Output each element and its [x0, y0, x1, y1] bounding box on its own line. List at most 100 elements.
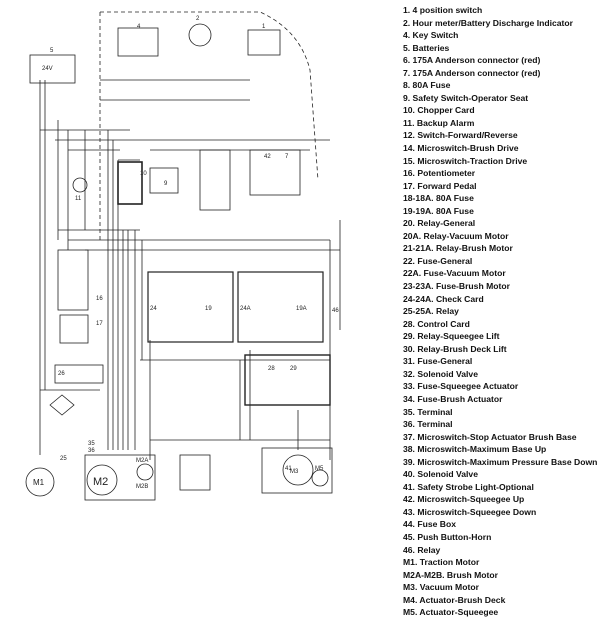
legend-item: 42. Microswitch-Squeegee Up — [403, 494, 525, 505]
legend-item: 20. Relay-General — [403, 218, 476, 229]
callout-m2b: M2B — [136, 484, 148, 490]
legend-item: 43. Microswitch-Squeegee Down — [403, 506, 537, 517]
callout-24a: 24A — [240, 306, 251, 312]
callout-36: 36 — [88, 448, 95, 454]
callout-9: 9 — [164, 181, 168, 187]
legend-item: 24-24A. Check Card — [403, 293, 484, 304]
legend-item: 16. Potentiometer — [403, 168, 476, 179]
legend-item: M5. Actuator-Squeegee — [403, 607, 499, 618]
hour-meter — [188, 23, 212, 47]
potentiometer-block — [57, 249, 89, 311]
callout-m3: M3 — [290, 469, 299, 475]
legend-item: 1. 4 position switch — [403, 5, 483, 15]
legend-item: 18-18A. 80A Fuse — [403, 193, 474, 204]
legend-item: 9. Safety Switch-Operator Seat — [403, 92, 529, 103]
legend-item: 10. Chopper Card — [403, 105, 475, 116]
check-card-24a — [237, 271, 324, 343]
harness-verticals — [39, 80, 341, 460]
motor-m1 — [25, 467, 55, 497]
chopper-card — [117, 161, 143, 205]
relay-block-right — [249, 149, 301, 196]
legend-item: 31. Fuse-General — [403, 356, 473, 367]
callout-labels: 5 24V 4 2 1 10 9 11 42 7 24 19 24A 19A 4… — [33, 16, 339, 490]
legend-item: 45. Push Button-Horn — [403, 531, 492, 542]
legend-item: 8. 80A Fuse — [403, 80, 451, 91]
motor-m4 — [136, 463, 154, 481]
callout-25: 25 — [60, 456, 67, 462]
callout-11: 11 — [75, 196, 82, 202]
legend-item: 6. 175A Anderson connector (red) — [403, 55, 541, 66]
forward-pedal — [59, 314, 89, 344]
callout-16: 16 — [96, 296, 103, 302]
motor-m3-housing — [261, 447, 333, 494]
legend-item: 14. Microswitch-Brush Drive — [403, 143, 519, 154]
switch-4-position — [247, 29, 281, 56]
motor-m5 — [311, 469, 329, 487]
legend-item: 11. Backup Alarm — [403, 117, 475, 128]
callout-41: 41 — [285, 466, 292, 472]
component-legend: 1. 4 position switch 2. Hour meter/Batter… — [403, 4, 599, 619]
callout-42: 42 — [264, 154, 271, 160]
callout-10: 10 — [140, 171, 147, 177]
legend-item: 22. Fuse-General — [403, 255, 473, 266]
control-card — [244, 354, 331, 406]
motor-m3 — [282, 454, 314, 486]
legend-item: 5. Batteries — [403, 42, 450, 53]
legend-item: 23-23A. Fuse-Brush Motor — [403, 281, 510, 292]
push-button-horn — [179, 454, 211, 491]
legend-item: 28. Control Card — [403, 318, 470, 329]
wiring-diagram: 5 24V 4 2 1 10 9 11 42 7 24 19 24A 19A 4… — [25, 11, 341, 501]
legend-item: 39. Microswitch-Maximum Pressure Base Do… — [403, 456, 598, 467]
callout-m2: M2 — [93, 476, 108, 488]
legend-item: 38. Microswitch-Maximum Base Up — [403, 444, 547, 455]
legend-item: 35. Terminal — [403, 406, 453, 417]
legend-item: 37. Microswitch-Stop Actuator Brush Base — [403, 431, 577, 442]
legend-item: 41. Safety Strobe Light-Optional — [403, 481, 534, 492]
callout-35: 35 — [88, 441, 95, 447]
callout-28: 28 — [268, 366, 275, 372]
legend-item: 19-19A. 80A Fuse — [403, 205, 474, 216]
callout-19: 19 — [205, 306, 212, 312]
legend-item: 40. Solenoid Valve — [403, 469, 478, 480]
legend-item: M2A-M2B. Brush Motor — [403, 569, 499, 580]
legend-item: 4. Key Switch — [403, 30, 459, 41]
callout-19a: 19A — [296, 306, 307, 312]
legend-item: M1. Traction Motor — [403, 557, 480, 568]
legend-item: 44. Fuse Box — [403, 519, 457, 530]
key-switch — [117, 27, 159, 57]
callout-7: 7 — [285, 154, 289, 160]
callout-2: 2 — [196, 16, 200, 22]
legend-item: 33. Fuse-Squeegee Actuator — [403, 381, 519, 392]
legend-item: 2. Hour meter/Battery Discharge Indicato… — [403, 17, 574, 28]
backup-alarm — [72, 177, 88, 193]
legend-item: 21-21A. Relay-Brush Motor — [403, 243, 513, 254]
legend-item: M3. Vacuum Motor — [403, 582, 479, 593]
legend-item: 15. Microswitch-Traction Drive — [403, 155, 528, 166]
callout-46: 46 — [332, 308, 339, 314]
callout-4: 4 — [137, 24, 141, 30]
seat-switch — [149, 167, 179, 194]
callout-26: 26 — [58, 371, 65, 377]
legend-item: 12. Switch-Forward/Reverse — [403, 130, 518, 141]
legend-item: 17. Forward Pedal — [403, 180, 477, 191]
callout-29: 29 — [290, 366, 297, 372]
callout-24: 24 — [150, 306, 157, 312]
legend-item: 29. Relay-Squeegee Lift — [403, 331, 500, 342]
legend-item: 22A. Fuse-Vacuum Motor — [403, 268, 506, 279]
callout-17: 17 — [96, 321, 103, 327]
strobe-light — [49, 394, 75, 416]
legend-item: 30. Relay-Brush Deck Lift — [403, 343, 507, 354]
callout-1: 1 — [262, 24, 266, 30]
terminal-26 — [54, 364, 104, 384]
motor-m2-housing — [84, 454, 156, 501]
fuse-block — [199, 149, 231, 211]
battery-box — [29, 54, 76, 84]
motor-m2 — [86, 464, 118, 496]
callout-5: 5 — [50, 48, 54, 54]
check-card-24 — [147, 271, 234, 343]
legend-item: 32. Solenoid Valve — [403, 368, 478, 379]
legend-item: 7. 175A Anderson connector (red) — [403, 67, 541, 78]
legend-item: 36. Terminal — [403, 419, 453, 430]
body-outline — [99, 11, 319, 240]
callout-24v: 24V — [42, 66, 53, 72]
